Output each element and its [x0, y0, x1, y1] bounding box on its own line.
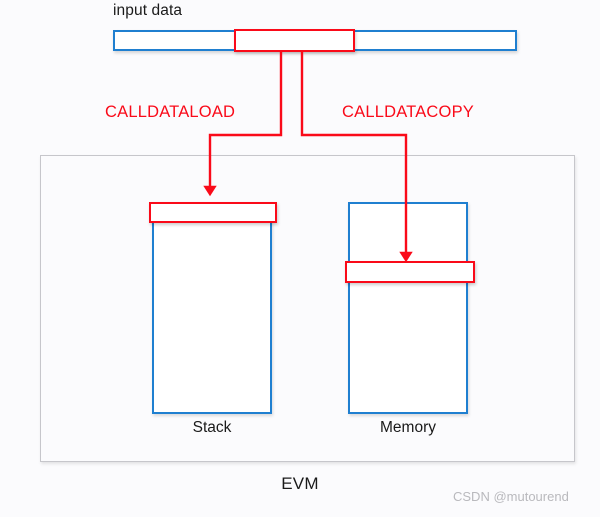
- watermark: CSDN @mutourend: [453, 489, 569, 504]
- stack-box: [152, 202, 272, 414]
- calldatacopy-label: CALLDATACOPY: [342, 103, 474, 121]
- evm-container: [40, 155, 575, 462]
- calldata-slice-highlight: [234, 29, 355, 52]
- stack-highlight-slot: [149, 202, 277, 223]
- input-data-label: input data: [113, 2, 183, 19]
- stack-label: Stack: [192, 419, 232, 436]
- memory-box: [348, 202, 468, 414]
- memory-label: Memory: [380, 419, 436, 436]
- evm-label: EVM: [281, 474, 319, 493]
- memory-highlight-slot: [345, 261, 475, 283]
- calldataload-label: CALLDATALOAD: [105, 103, 236, 121]
